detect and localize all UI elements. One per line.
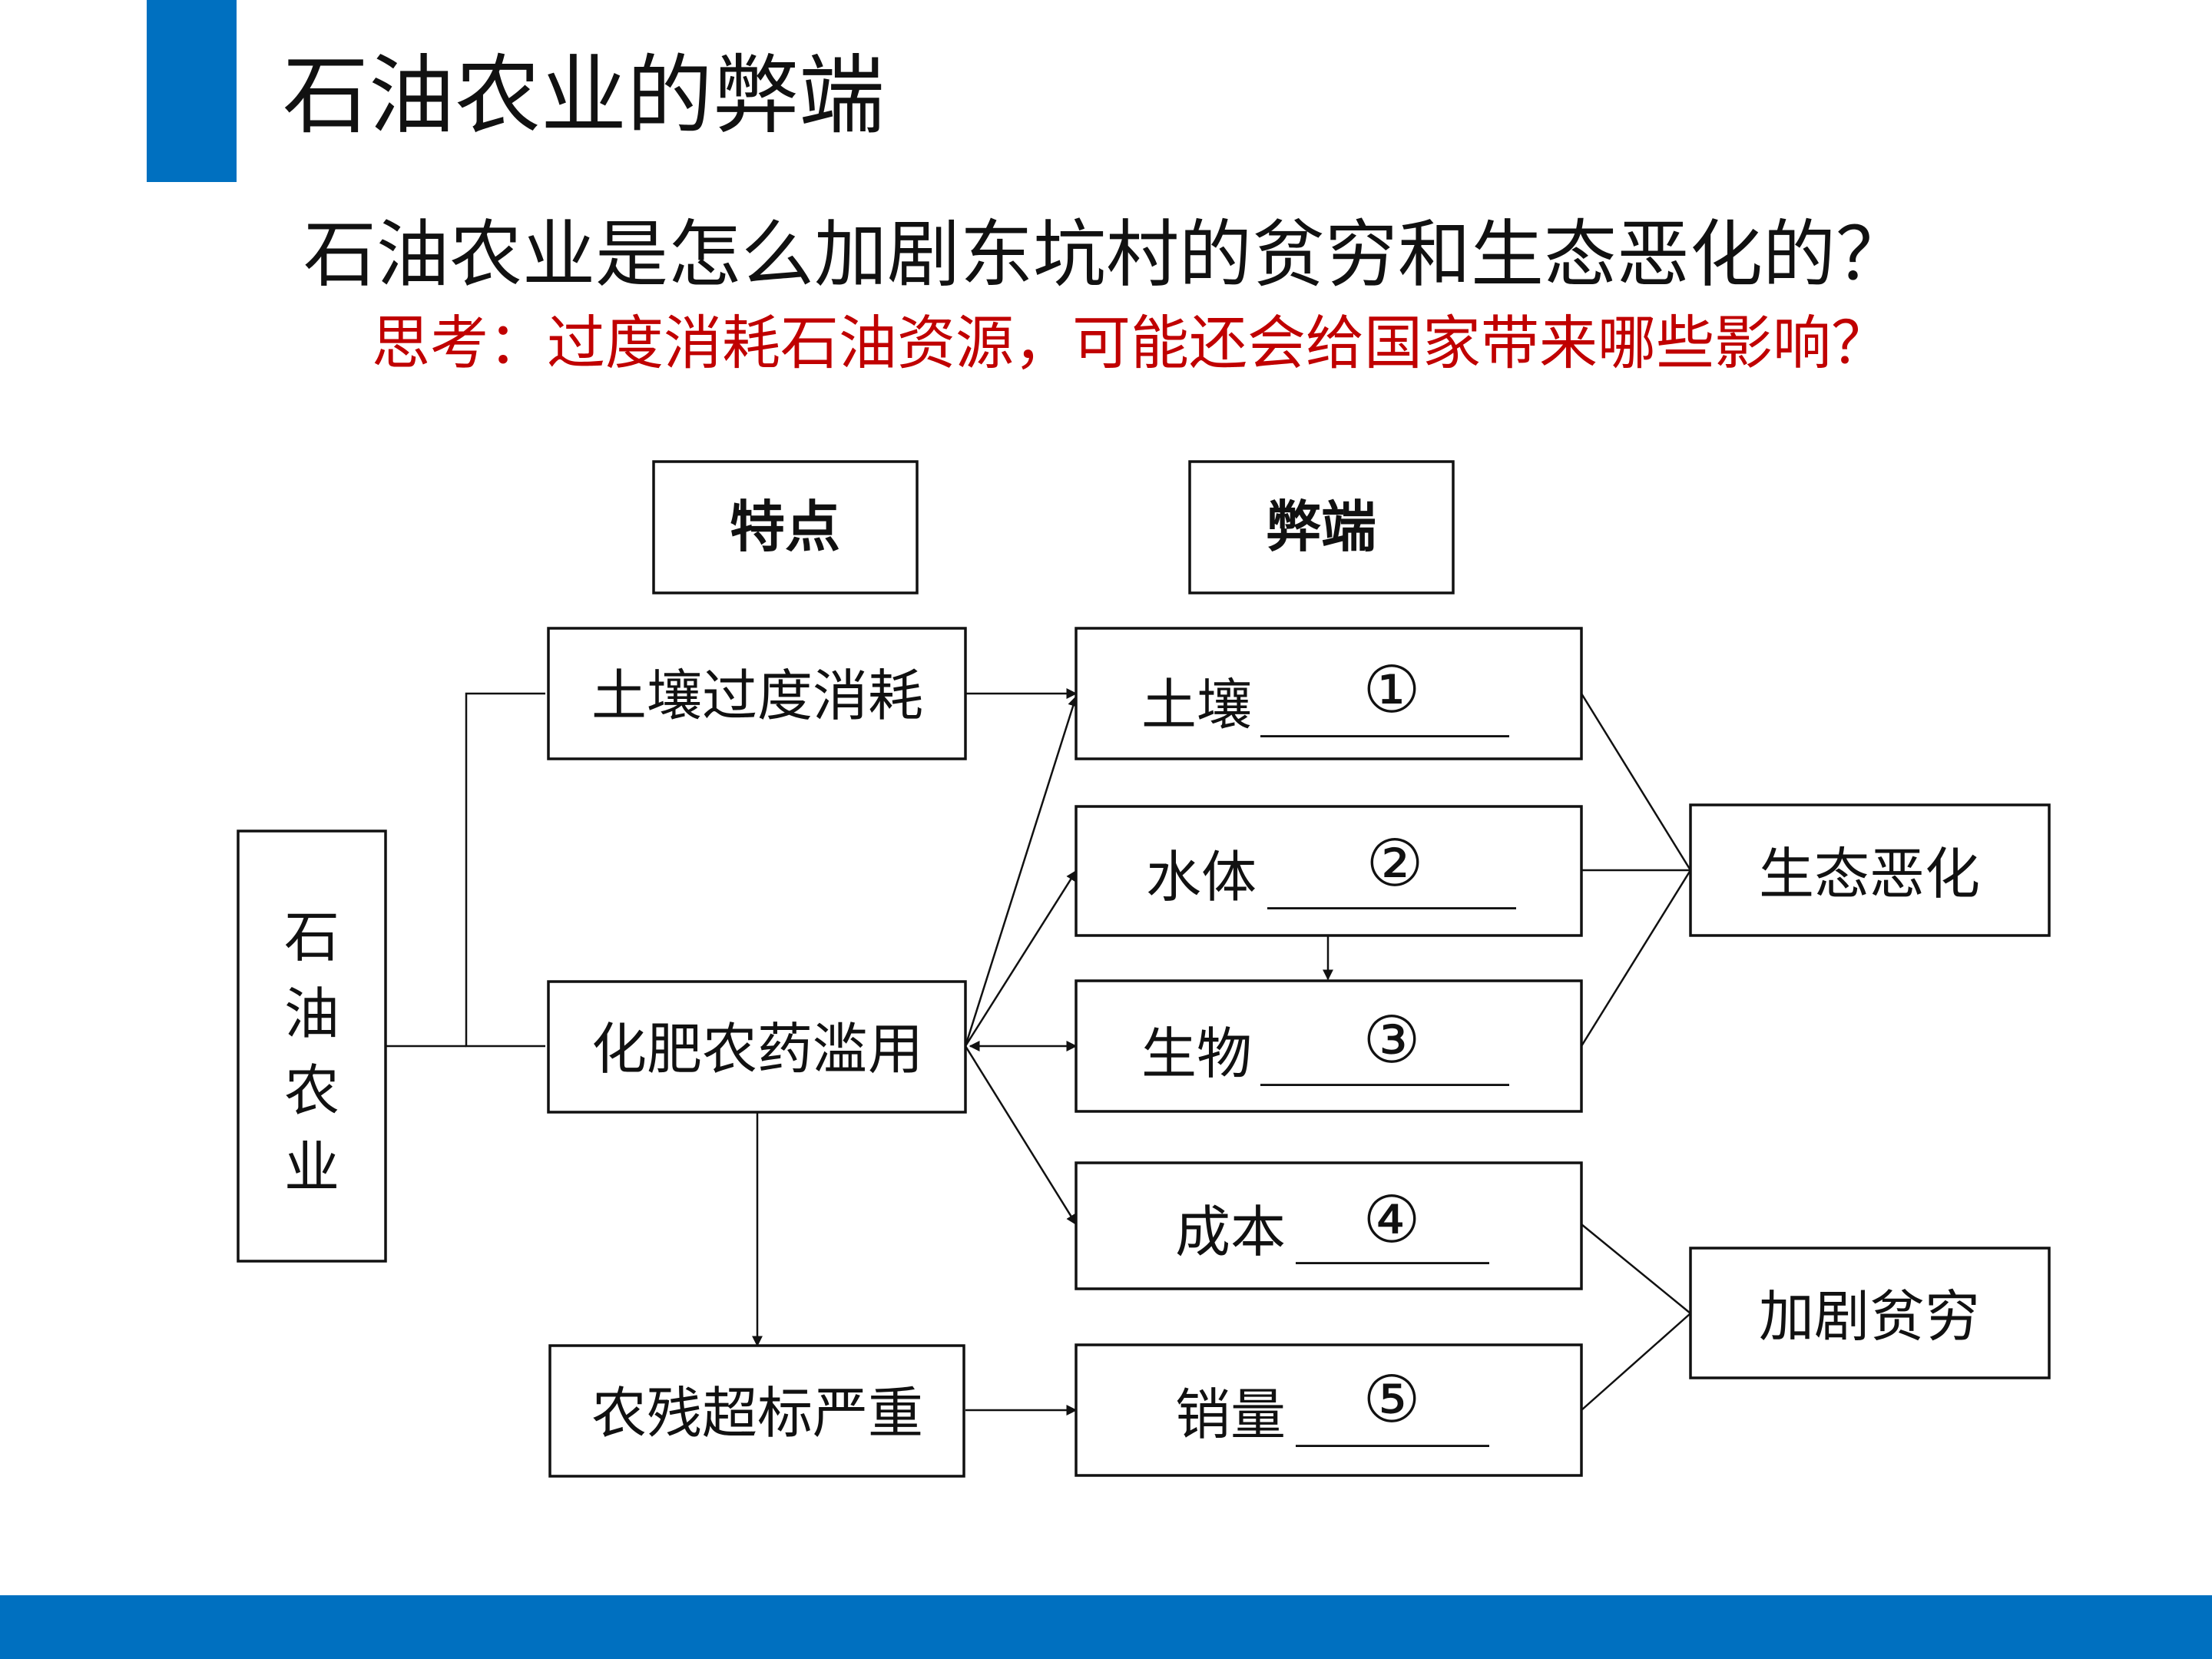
result-box-poverty — [1689, 1247, 2051, 1379]
result-box-eco — [1689, 803, 2051, 937]
drawback-box-biology — [1075, 979, 1583, 1113]
feature-box-soil-consumption — [547, 627, 967, 760]
drawback-soil-blank: _________ — [1260, 673, 1509, 737]
header-drawbacks: 弊端 — [1266, 495, 1376, 559]
arrow-fert-to-soil — [964, 695, 1078, 1047]
header-box-features — [652, 460, 919, 594]
drawback-cost-number: ④ — [1363, 1182, 1420, 1257]
drawback-sales-number: ⑤ — [1363, 1362, 1420, 1437]
header-features: 特点 — [730, 495, 840, 559]
connector-lines — [386, 688, 1692, 1416]
think-prompt: 思考：过度消耗石油资源，可能还会给国家带来哪些影响？ — [372, 309, 1889, 377]
footer-bar — [0, 1595, 2212, 1659]
feature-box-residue — [548, 1344, 965, 1478]
drawback-box-soil — [1075, 627, 1583, 760]
line-sales-poverty — [1581, 1313, 1691, 1411]
drawback-sales-label: 销量 — [1175, 1382, 1286, 1447]
drawback-biology-label: 生物 — [1141, 1022, 1252, 1086]
result-poverty: 加剧贫穷 — [1759, 1284, 1980, 1349]
line-bio-eco — [1580, 869, 1692, 1047]
feature-fertilizer-abuse: 化肥农药滥用 — [591, 1017, 923, 1081]
drawback-box-sales — [1075, 1343, 1583, 1477]
line-cost-poverty — [1581, 1224, 1691, 1314]
root-char-4: 业 — [284, 1135, 339, 1200]
title-accent-bar — [147, 0, 237, 182]
drawback-cost-blank: _______ — [1296, 1200, 1489, 1264]
root-char-3: 农 — [284, 1058, 339, 1123]
root-box — [237, 830, 387, 1263]
drawback-water-number: ② — [1366, 826, 1423, 901]
arrow-fert-to-cost — [964, 1045, 1078, 1226]
drawback-water-label: 水体 — [1146, 845, 1257, 909]
root-char-2: 油 — [284, 982, 339, 1046]
drawback-box-water — [1075, 805, 1583, 937]
drawback-water-blank: _________ — [1267, 845, 1516, 909]
header-box-drawbacks — [1188, 460, 1455, 594]
drawback-sales-blank: _______ — [1296, 1382, 1489, 1447]
feature-box-fertilizer-abuse — [547, 980, 967, 1114]
root-char-1: 石 — [284, 905, 339, 969]
line-soil-eco — [1580, 693, 1692, 871]
feature-residue: 农残超标严重 — [591, 1381, 923, 1445]
drawback-box-cost — [1075, 1161, 1583, 1290]
result-eco: 生态恶化 — [1759, 842, 1980, 906]
slide-title: 石油农业的弊端 — [283, 46, 885, 146]
arrow-fert-to-water — [964, 869, 1078, 1047]
drawback-biology-number: ③ — [1363, 1002, 1420, 1078]
drawback-biology-blank: _________ — [1260, 1022, 1509, 1086]
main-question: 石油农业是怎么加剧东坑村的贫穷和生态恶化的？ — [303, 213, 1909, 297]
drawback-soil-label: 土壤 — [1141, 673, 1252, 737]
root-feature-bracket — [465, 692, 545, 1048]
drawback-soil-number: ① — [1363, 652, 1420, 727]
drawback-cost-label: 成本 — [1175, 1200, 1286, 1264]
feature-soil-consumption: 土壤过度消耗 — [591, 664, 923, 728]
